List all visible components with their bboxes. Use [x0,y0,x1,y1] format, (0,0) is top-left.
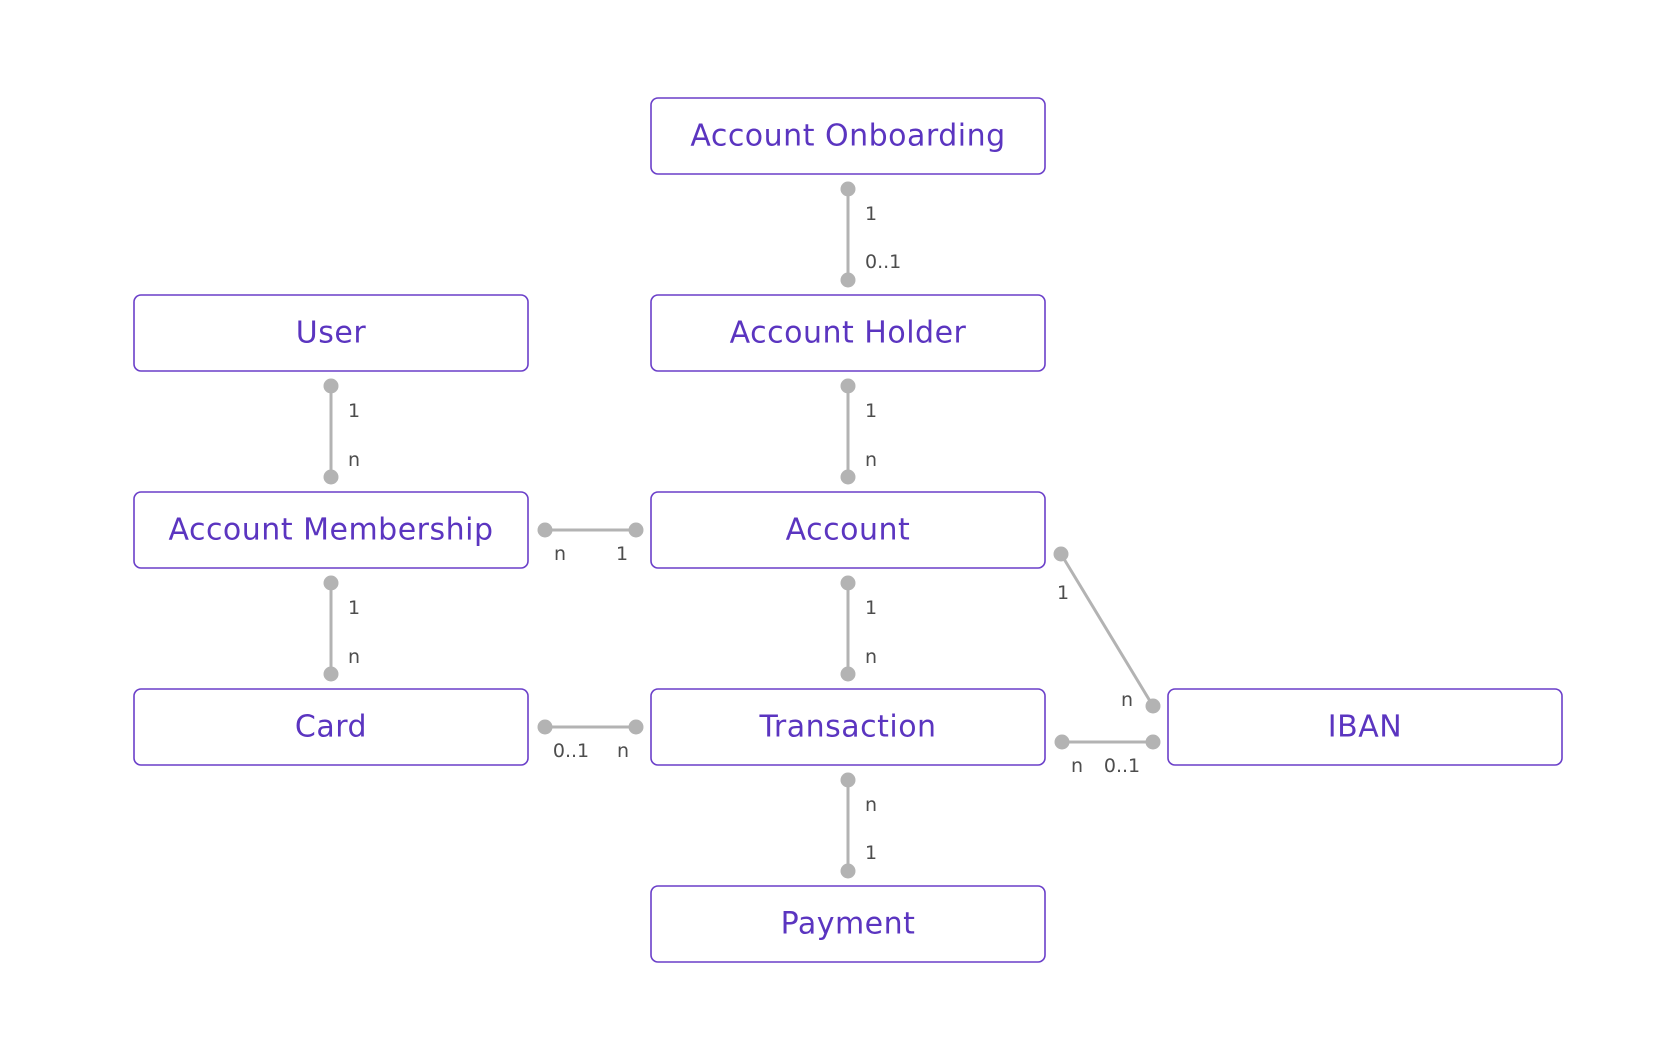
entity-label: Payment [781,907,916,942]
cardinality-label: 1 [865,203,877,225]
connector-endpoint [840,272,856,288]
relationship-account-to-transaction: 1n [840,575,877,682]
cardinality-label: 1 [616,543,628,565]
entity-account: Account [650,491,1046,569]
cardinality-label: n [348,449,360,471]
relationship-transaction-to-payment: n1 [840,772,877,879]
cardinality-label: 1 [865,400,877,422]
entity-transaction: Transaction [650,688,1046,766]
connector-endpoint [840,666,856,682]
connector-endpoint [840,772,856,788]
entity-card: Card [133,688,529,766]
cardinality-label: 1 [865,842,877,864]
cardinality-label: n [348,646,360,668]
connector-endpoint [323,378,339,394]
cardinality-label: 1 [348,400,360,422]
entity-user: User [133,294,529,372]
entity-box [650,294,1046,372]
entity-label: Account Membership [168,513,493,548]
connector-endpoint [840,181,856,197]
connector-endpoint [628,522,644,538]
entity-account-onboarding: Account Onboarding [650,97,1046,175]
entity-box [133,294,529,372]
entity-label: Account Onboarding [690,119,1005,154]
relationship-account-membership-to-card: 1n [323,575,360,682]
connector-endpoint [323,469,339,485]
connector-line [1059,552,1155,708]
cardinality-label: n [1071,755,1083,777]
entity-account-holder: Account Holder [650,294,1046,372]
relationship-account-to-iban: 1n [1053,546,1161,714]
cardinality-label: n [865,449,877,471]
cardinality-label: n [617,740,629,762]
relationship-user-to-account-membership: 1n [323,378,360,485]
cardinality-label: 1 [865,597,877,619]
cardinality-label: 0..1 [865,251,901,273]
cardinality-label: n [1121,689,1133,711]
entity-box [650,885,1046,963]
entity-box [133,491,529,569]
relationship-account-holder-to-account: 1n [840,378,877,485]
cardinality-label: 0..1 [553,740,589,762]
entity-label: Account [786,513,911,548]
connector-endpoint [323,575,339,591]
connector-endpoint [840,863,856,879]
cardinality-label: 1 [1057,582,1069,604]
cardinality-label: 1 [348,597,360,619]
connector-endpoint [1145,734,1161,750]
connector-endpoint [537,522,553,538]
cardinality-label: n [554,543,566,565]
entity-label: Transaction [758,710,936,745]
relationship-transaction-to-iban: n 0..1 [1054,734,1161,777]
entity-box [650,688,1046,766]
cardinality-label: n [865,646,877,668]
connector-endpoint [323,666,339,682]
entity-label: Account Holder [730,316,967,351]
entity-iban: IBAN [1167,688,1563,766]
entity-box [650,491,1046,569]
connector-endpoint [840,575,856,591]
connector-endpoint [840,469,856,485]
relationship-account-onboarding-to-account-holder: 1 0..1 [840,181,901,288]
connector-endpoint [1145,698,1161,714]
entity-label: User [296,316,367,351]
entity-label: Card [295,710,367,745]
entity-box [133,688,529,766]
relationship-card-to-transaction: 0..1 n [537,719,644,762]
cardinality-label: 0..1 [1104,755,1140,777]
connector-endpoint [1054,734,1070,750]
cardinality-label: n [865,794,877,816]
entity-box [650,97,1046,175]
entity-label: IBAN [1328,710,1402,745]
entity-payment: Payment [650,885,1046,963]
connector-endpoint [628,719,644,735]
entity-box [1167,688,1563,766]
connector-endpoint [1053,546,1069,562]
connector-endpoint [840,378,856,394]
entity-account-membership: Account Membership [133,491,529,569]
connector-endpoint [537,719,553,735]
